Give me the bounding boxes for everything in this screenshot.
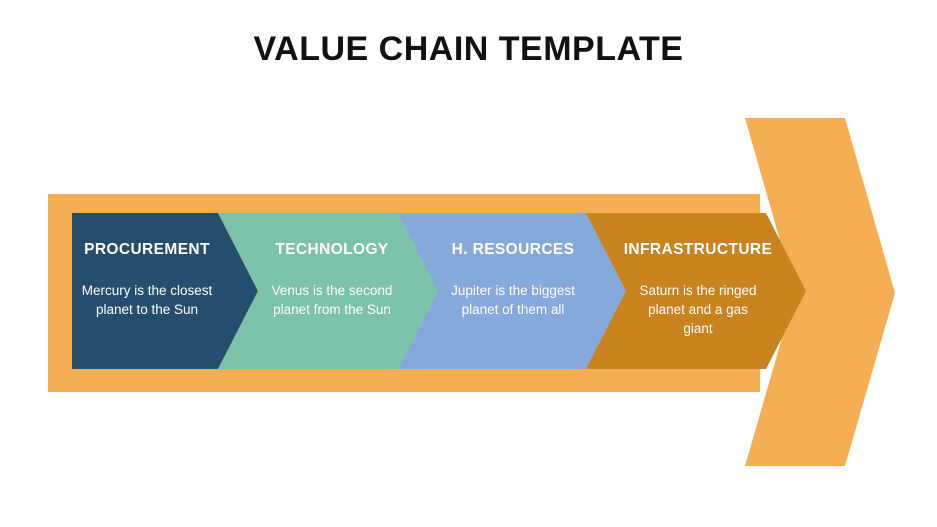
stage-label-infrastructure: INFRASTRUCTURE	[623, 241, 773, 258]
stage-shape-infrastructure[interactable]	[586, 213, 806, 369]
stage-shape-procurement[interactable]	[72, 213, 258, 369]
stage-h-resources[interactable]: H. RESOURCES Jupiter is the biggest plan…	[432, 213, 594, 369]
stage-procurement[interactable]: PROCUREMENT Mercury is the closest plane…	[72, 213, 222, 369]
stage-body-h-resources: Jupiter is the biggest planet of them al…	[451, 283, 575, 318]
arrow-head	[745, 118, 895, 466]
stage-label-technology: TECHNOLOGY	[275, 241, 389, 258]
stage-body-technology: Venus is the second planet from the Sun	[271, 283, 393, 318]
stage-label-h-resources: H. RESOURCES	[451, 241, 575, 258]
page-title: VALUE CHAIN TEMPLATE	[253, 30, 684, 68]
stage-shape-h-resources[interactable]	[398, 213, 626, 369]
stage-body-procurement: Mercury is the closest planet to the Sun	[81, 283, 213, 318]
stage-shape-technology[interactable]	[218, 213, 438, 369]
stage-infrastructure[interactable]: INFRASTRUCTURE Saturn is the ringed plan…	[612, 213, 784, 369]
stage-label-procurement: PROCUREMENT	[84, 241, 210, 258]
stage-body-infrastructure: Saturn is the ringed planet and a gas gi…	[639, 283, 757, 337]
stage-technology[interactable]: TECHNOLOGY Venus is the second planet fr…	[250, 213, 414, 369]
